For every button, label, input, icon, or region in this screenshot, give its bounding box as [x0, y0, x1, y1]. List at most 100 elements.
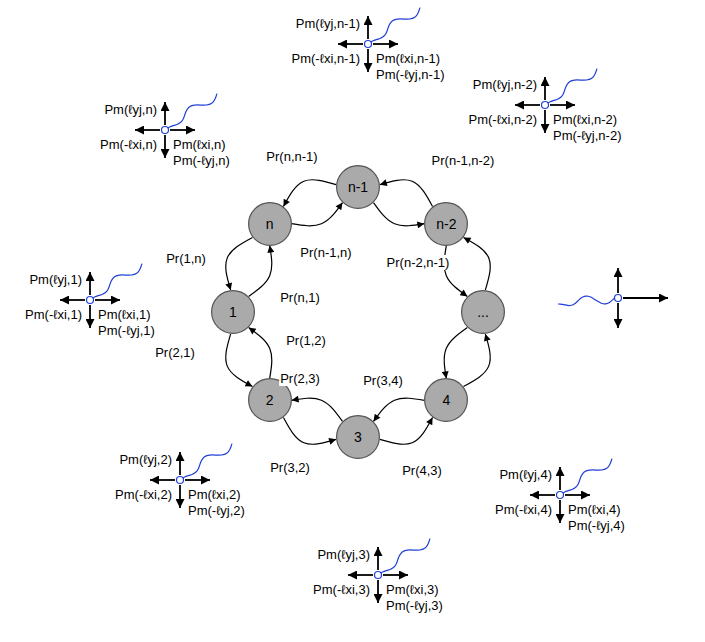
move-arrow: [544, 110, 546, 133]
move-probability-label: Pm(-ℓxi,4): [494, 502, 553, 517]
move-probability-anchor: Pm(ℓyj,3): [316, 545, 371, 563]
move-probability-label: Pm(ℓxi,1): [97, 307, 152, 322]
move-probability-anchor: Pm(ℓxi,1): [97, 305, 152, 323]
move-probability-anchor: Pm(ℓyj,n-2): [472, 75, 538, 93]
move-probability-label: Pm(-ℓxi,n-1): [291, 51, 361, 66]
move-arrow: [367, 16, 369, 39]
move-probability-anchor: Pm(ℓyj,4): [498, 465, 553, 483]
rate-label-anchor: Pr(n,n-1): [265, 147, 318, 165]
move-probability-label: Pm(ℓyj,n-2): [472, 77, 538, 92]
state-circle: 4: [424, 378, 468, 422]
move-probability-anchor: Pm(-ℓxi,2): [114, 485, 173, 503]
transition-arrow: [226, 237, 253, 290]
move-arrow: [367, 49, 369, 72]
rate-label: Pr(1,n): [165, 251, 207, 266]
chain-end-loop: [162, 127, 169, 134]
move-probability-label: Pm(ℓyj,n): [103, 102, 158, 117]
state-circle: 3: [336, 415, 380, 459]
polymer-chain: [381, 539, 430, 573]
move-arrow: [89, 272, 91, 295]
move-probability-anchor: Pm(-ℓyj,n-1): [375, 65, 445, 83]
rate-label: Pr(n,n-1): [265, 149, 318, 164]
state-circle-shape: [425, 202, 468, 245]
move-probability-label: Pm(-ℓxi,2): [114, 487, 173, 502]
state-circle-shape: [337, 166, 380, 209]
move-probability-anchor: Pm(ℓxi,4): [567, 500, 622, 518]
move-arrow: [89, 305, 91, 328]
move-probability-anchor: Pm(-ℓyj,1): [97, 321, 156, 339]
move-probability-anchor: Pm(-ℓxi,1): [24, 305, 83, 323]
chain-end-loop: [542, 102, 549, 109]
polymer-chain: [563, 459, 612, 493]
move-probability-anchor: Pm(-ℓyj,n-2): [552, 126, 622, 144]
move-probability-label: Pm(-ℓyj,n-1): [375, 67, 445, 82]
rate-label: Pr(n-1,n): [299, 245, 352, 260]
transition-arrow: [283, 180, 336, 207]
move-arrow: [185, 479, 210, 481]
state-circle-shape: [248, 202, 291, 245]
rate-label-anchor: Pr(n,1): [279, 288, 321, 306]
rate-label-anchor: Pr(n-1,n-2): [431, 151, 496, 169]
state-label: 1: [229, 304, 237, 320]
rate-label-anchor: Pr(2,1): [154, 343, 196, 361]
state-label: n-2: [436, 216, 456, 232]
chain-end-loop: [615, 295, 622, 302]
chain-end-loop: [365, 41, 372, 48]
move-arrow: [617, 268, 619, 293]
move-probability-anchor: Pm(-ℓyj,3): [385, 596, 444, 614]
state-circle-shape: [462, 291, 505, 334]
move-probability-label: Pm(ℓyj,2): [118, 452, 173, 467]
transition-arrow: [374, 398, 425, 421]
move-arrow: [164, 102, 166, 125]
move-probability-label: Pm(-ℓxi,1): [24, 307, 83, 322]
move-arrow: [383, 574, 408, 576]
chain-end-loop: [375, 572, 382, 579]
move-probability-anchor: Pm(-ℓyj,n): [172, 151, 231, 169]
rate-label-anchor: Pr(n-1,n): [299, 243, 352, 261]
move-arrow: [348, 574, 373, 576]
state-circle-shape: [425, 379, 468, 422]
polymer-chain: [548, 69, 597, 103]
transition-arrow: [374, 203, 425, 226]
chain-end-loop: [87, 297, 94, 304]
state-label: ...: [477, 304, 489, 320]
chain-end-loop: [557, 492, 564, 499]
move-arrow: [150, 479, 175, 481]
polymer-chain: [558, 296, 615, 305]
state-circle-shape: [337, 416, 380, 459]
state-circle: ...: [461, 290, 505, 334]
transition-arrow: [444, 328, 467, 379]
move-probability-anchor: Pm(ℓxi,n): [172, 135, 227, 153]
move-probability-label: Pm(ℓyj,n-1): [295, 16, 361, 31]
move-arrow: [515, 104, 540, 106]
move-probability-label: Pm(-ℓxi,n): [99, 137, 158, 152]
move-arrow: [623, 297, 668, 299]
move-probability-anchor: Pm(-ℓxi,n-2): [468, 110, 538, 128]
move-probability-anchor: Pm(ℓyj,n-1): [295, 14, 361, 32]
transition-arrow: [283, 417, 336, 444]
move-probability-label: Pm(-ℓyj,4): [567, 518, 626, 533]
move-probability-anchor: Pm(ℓxi,2): [187, 485, 242, 503]
transition-arrow: [444, 246, 467, 297]
rate-label-anchor: Pr(3,4): [362, 371, 404, 389]
state-label: n: [266, 216, 274, 232]
move-probability-label: Pm(-ℓyj,n): [172, 153, 231, 168]
polymer-chain: [183, 444, 232, 478]
move-arrow: [565, 494, 590, 496]
move-probability-anchor: Pm(ℓxi,n-2): [552, 110, 618, 128]
rate-label: Pr(1,2): [285, 333, 327, 348]
move-probability-label: Pm(ℓyj,1): [28, 272, 83, 287]
move-probability-label: Pm(ℓxi,4): [567, 502, 622, 517]
rate-label-anchor: Pr(3,2): [269, 458, 311, 476]
move-probability-anchor: Pm(-ℓxi,n-1): [291, 49, 361, 67]
rate-label-anchor: Pr(2,3): [279, 369, 321, 387]
rate-label-anchor: Pr(4,3): [401, 461, 443, 479]
move-probability-label: Pm(ℓyj,4): [498, 467, 553, 482]
state-label: 3: [354, 429, 362, 445]
rate-label: Pr(2,1): [154, 345, 196, 360]
move-arrow: [338, 43, 363, 45]
move-probability-anchor: Pm(-ℓyj,2): [187, 501, 246, 519]
move-probability-label: Pm(-ℓxi,n-2): [468, 112, 538, 127]
